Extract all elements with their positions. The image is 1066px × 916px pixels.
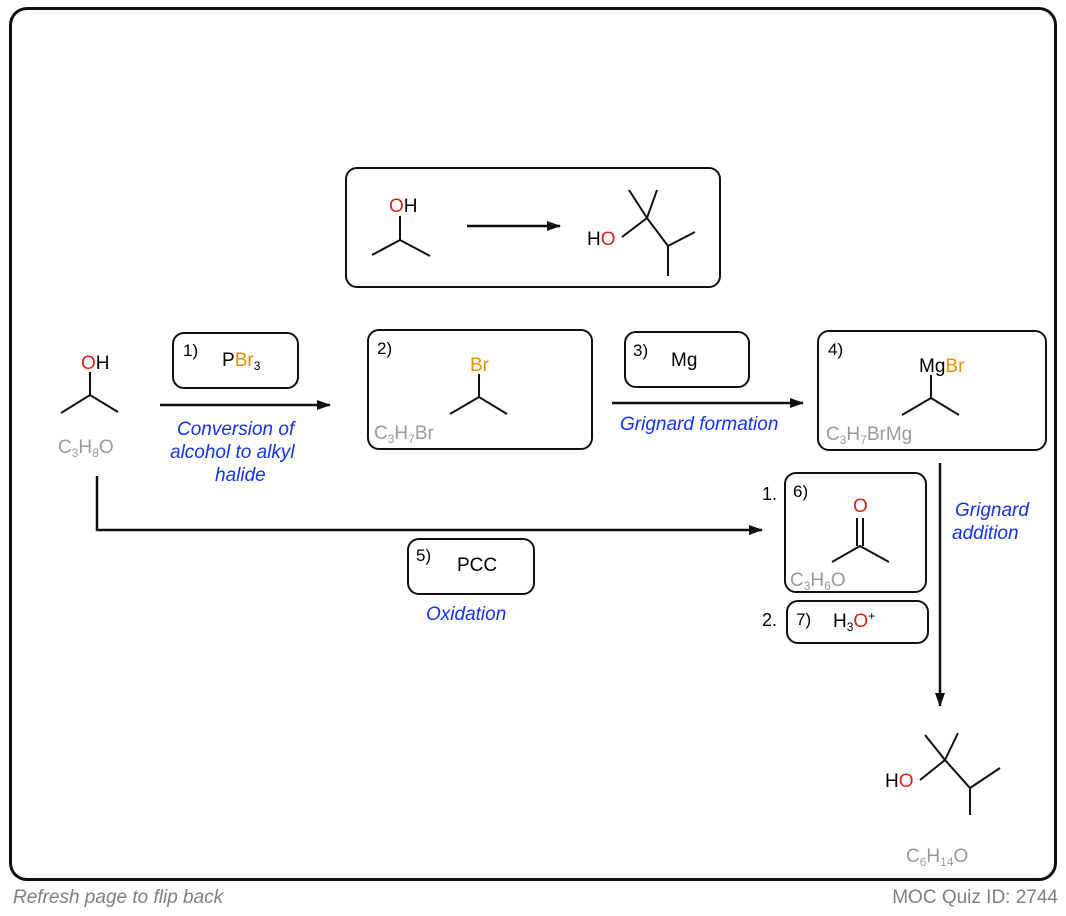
quiz-card[interactable] [9,7,1057,881]
product-ho-label: HO [885,771,914,792]
quiz-id: MOC Quiz ID: 2744 [892,887,1058,908]
step-2-number: 2) [377,339,393,358]
step-3-note: Grignard formation [620,414,779,435]
step-3-box[interactable] [624,331,750,388]
step-6-formula: C3H6O [790,570,846,593]
step-7-number: 7) [796,610,812,629]
step-1-note-2: alcohol to alkyl [170,442,295,463]
step-6-prefix: 1. [762,484,778,504]
step-2-formula: C3H7Br [374,423,434,446]
step-5-box[interactable] [407,538,535,595]
target-product-skeleton [621,216,696,248]
arrow-step-5 [95,476,763,535]
acetone-skeleton [831,544,890,563]
step-1-box[interactable] [172,332,299,389]
step-2-box[interactable] [367,329,593,450]
step-1-note-1: Conversion of [177,419,295,440]
step-1-note-3: halide [215,465,266,486]
step-7-reagent: H3O+ [833,609,876,634]
target-ho-label: HO [587,229,616,250]
step-6-o-label: O [853,496,868,517]
target-box [345,167,721,288]
step-4-formula: C3H7BrMg [826,424,913,447]
step-3-reagent: Mg [671,350,698,371]
step-4-mgbr-label: MgBr [919,356,965,377]
step-7-prefix: 2. [762,610,778,630]
grignard-addition-note-2: addition [952,523,1019,544]
grignard-addition-note-1: Grignard [955,500,1029,521]
step-5-number: 5) [416,546,432,565]
start-isopropanol-skeleton [60,393,119,414]
step-5-note: Oxidation [426,604,507,625]
step-4-box[interactable] [817,330,1047,451]
step-4-number: 4) [828,340,844,359]
start-oh-label: OH [81,353,110,374]
step-1-reagent: PBr3 [222,350,261,373]
step-5-reagent: PCC [457,555,498,576]
product-formula: C6H14O [906,846,969,869]
step-6-number: 6) [793,482,809,501]
step-1-number: 1) [183,341,199,360]
step-7-box[interactable] [786,600,929,644]
step-2-br-label: Br [470,355,489,376]
step-6-box[interactable] [784,472,927,593]
refresh-hint: Refresh page to flip back [13,887,224,908]
start-formula: C3H8O [58,437,114,460]
final-product-skeleton [919,758,1001,790]
target-oh-label: OH [389,196,418,217]
step-3-number: 3) [633,341,649,360]
